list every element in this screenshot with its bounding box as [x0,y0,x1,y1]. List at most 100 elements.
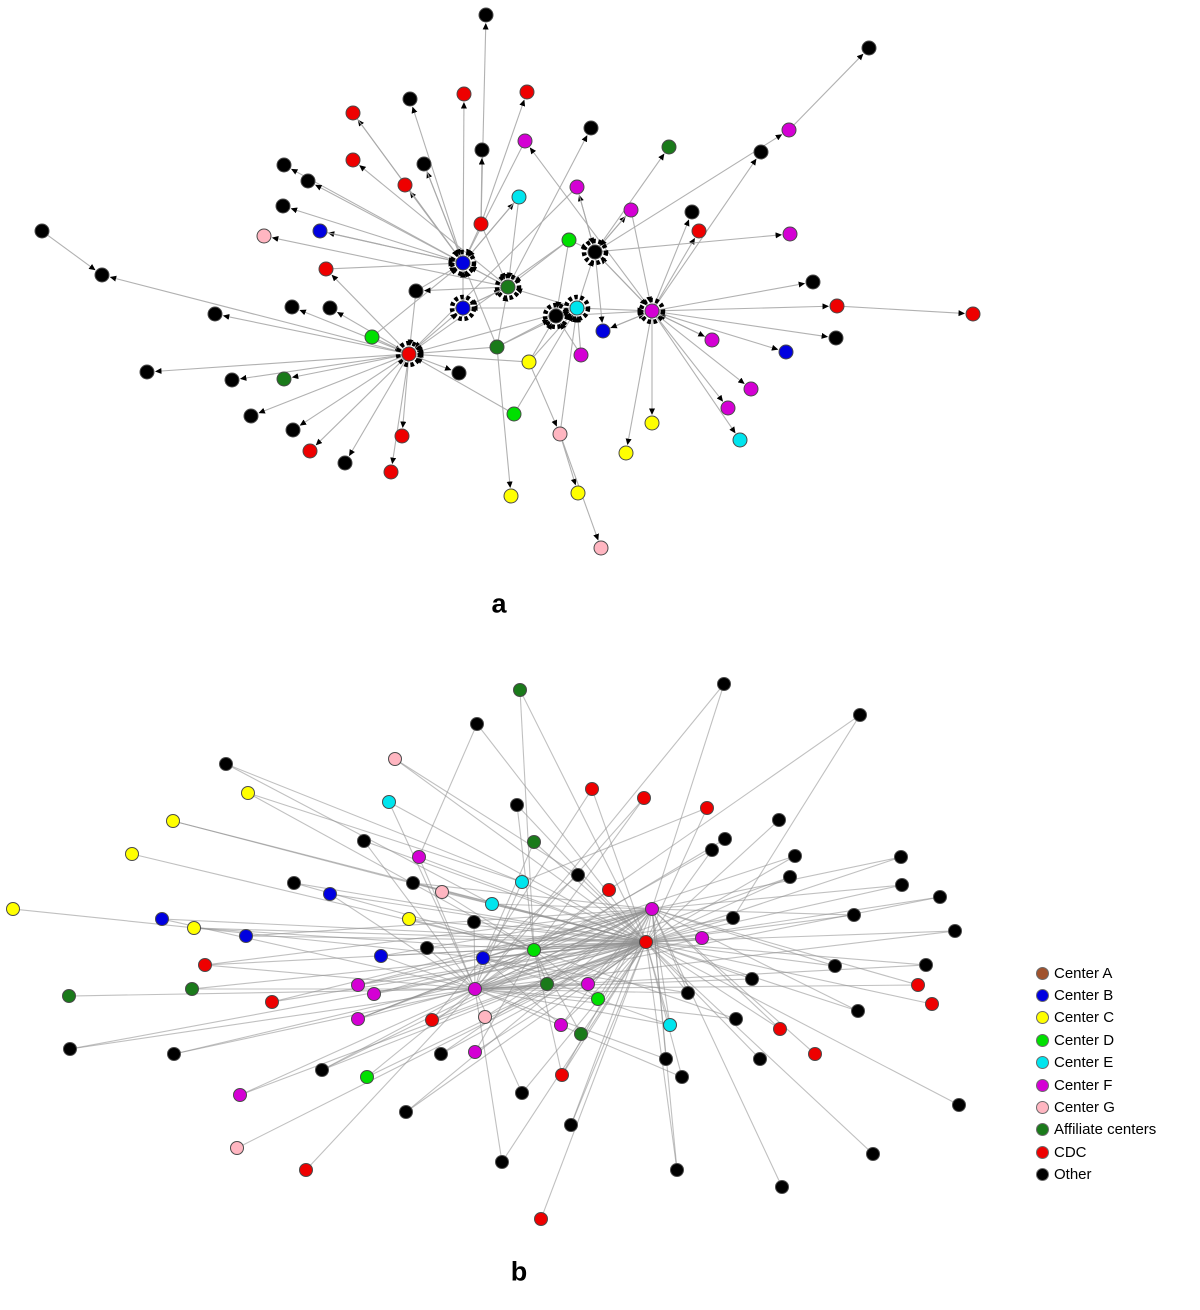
network-edge [435,959,482,1016]
network-edge [575,315,582,349]
network-edge [485,958,665,1024]
network-node [521,354,537,370]
network-node [139,364,155,380]
network-edge [310,990,474,1166]
legend-label: Other [1054,1166,1092,1184]
network-edge [510,135,588,282]
network-edge [154,353,403,374]
network-node [534,1212,548,1226]
network-edge [211,965,473,990]
network-edge [109,275,403,353]
network-node [554,1018,568,1032]
network-edge [610,313,646,329]
network-edge [431,951,474,988]
network-node [661,139,677,155]
network-edge [498,903,650,910]
network-node [952,1098,966,1112]
network-edge [658,312,779,351]
network-node [778,344,794,360]
network-edge [299,357,404,426]
network-edge [75,988,473,997]
legend-item: Affiliate centers [1036,1119,1156,1141]
network-edge [497,294,509,341]
legend-item: Other [1036,1164,1156,1186]
network-edge [390,360,409,465]
network-edge [653,910,776,1025]
network-node [527,943,541,957]
network-edge [168,918,644,943]
network-edge [290,207,457,262]
legend-item: Center D [1036,1029,1156,1051]
network-edge [400,360,409,429]
network-edge [655,237,695,306]
network-edge [652,690,723,907]
network-edge [654,909,912,984]
network-node [571,868,585,882]
network-edge [561,440,577,486]
network-node [455,255,471,271]
network-node [548,308,564,324]
network-edge [254,794,520,882]
network-node [965,306,981,322]
network-node [63,1042,77,1056]
network-node [506,406,522,422]
network-edge [465,270,495,341]
network-node [574,1027,588,1041]
panel-b-network [6,677,966,1226]
network-node [717,677,731,691]
network-node [773,1022,787,1036]
network-node [527,835,541,849]
network-edge [654,908,848,916]
network-node [583,120,599,136]
legend-label: Center D [1054,1031,1115,1049]
network-edge [466,146,523,256]
network-edge [278,941,644,1002]
network-edge [475,991,520,1088]
panel-b-label: b [510,1256,528,1287]
network-edge [652,941,924,966]
network-edge [647,943,869,1150]
network-node [695,931,709,945]
network-node [230,1141,244,1155]
network-node [675,1070,689,1084]
network-edge [648,858,896,942]
network-edge [168,919,473,989]
network-node [569,300,585,316]
network-node [207,306,223,322]
network-edge [415,357,509,412]
network-edge [477,931,949,990]
network-edge [646,944,681,1071]
network-node [602,883,616,897]
hub-arrow-ring [449,249,477,277]
network-edge [364,909,650,984]
network-edge [647,823,775,941]
network-node [351,1012,365,1026]
network-node [435,885,449,899]
hub-arrow-ring [449,294,477,322]
network-node [591,992,605,1006]
network-node [925,997,939,1011]
network-edge [652,911,780,1182]
network-node [275,198,291,214]
network-node [495,1155,509,1169]
network-edge [299,309,403,352]
network-node [851,1004,865,1018]
network-node [718,832,732,846]
network-node [408,283,424,299]
network-node [618,445,634,461]
network-edge [278,909,650,1001]
network-node [644,303,660,319]
network-node [829,298,845,314]
network-node [476,951,490,965]
legend-item: Center C [1036,1007,1156,1029]
network-node [425,1013,439,1027]
network-edge [258,356,403,414]
network-node [700,801,714,815]
network-node [383,464,399,480]
network-node [485,897,499,911]
network-edge [460,101,467,257]
network-edge [647,942,775,1026]
network-edge [400,762,577,875]
network-node [265,995,279,1009]
